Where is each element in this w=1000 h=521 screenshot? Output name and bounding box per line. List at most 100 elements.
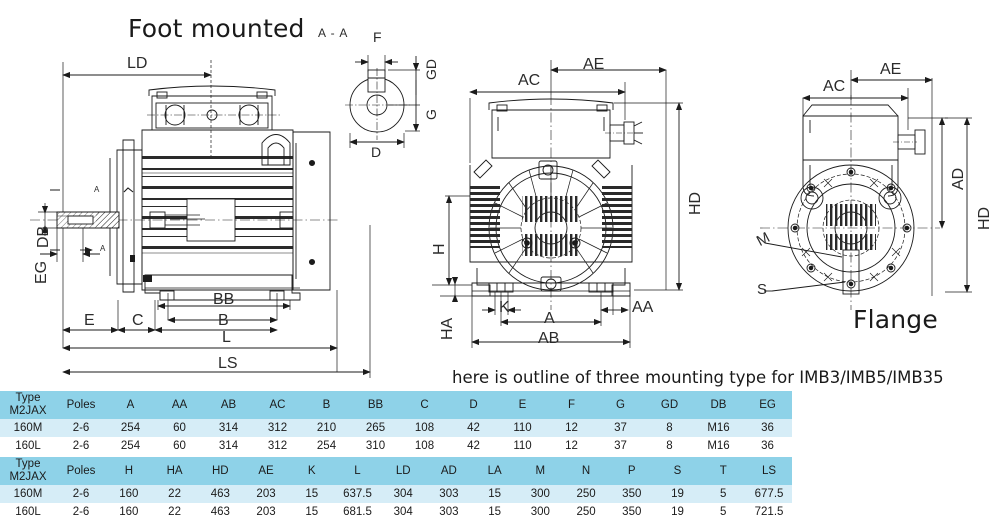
cell-db: M16 (694, 437, 743, 455)
dim-label-D: D (371, 144, 382, 160)
th-ac: AC (253, 391, 302, 419)
th-ls: LS (746, 457, 792, 485)
dim-label-HD-mid: HD (687, 191, 704, 215)
th-n: N (563, 457, 609, 485)
cell-p: 350 (608, 485, 655, 503)
cell-k: 15 (288, 503, 335, 521)
flange-view (760, 70, 972, 310)
dim-label-AC-flange: AC (823, 78, 846, 95)
th-bb: BB (351, 391, 400, 419)
cell-ls: 721.5 (746, 503, 792, 521)
dim-label-DB: DB (35, 225, 52, 248)
cell-s: 19 (654, 503, 701, 521)
dim-label-H-mid: H (431, 243, 448, 255)
cell-h: 160 (106, 485, 152, 503)
cell-g: 37 (596, 437, 645, 455)
cell-poles: 2-6 (56, 419, 106, 437)
cell-c: 108 (400, 437, 449, 455)
dim-label-E: E (84, 312, 95, 329)
cell-type: 160M (0, 485, 56, 503)
cell-aa: 60 (155, 437, 204, 455)
cell-poles: 2-6 (56, 485, 106, 503)
th-m: M (517, 457, 564, 485)
cell-t: 5 (700, 503, 747, 521)
cell-n: 250 (563, 503, 609, 521)
dim-label-G: G (423, 109, 439, 120)
label-section-arrow-top: A (94, 185, 100, 194)
cell-a: 254 (106, 437, 155, 455)
cell-d: 42 (449, 419, 498, 437)
th-ha: HA (151, 457, 198, 485)
th-hd: HD (197, 457, 244, 485)
dim-label-BB: BB (213, 291, 235, 308)
table-row: 160L 2-6 160 22 463 203 15 681.5 304 303… (0, 503, 792, 521)
cell-gd: 8 (645, 437, 694, 455)
cell-ae: 203 (243, 503, 289, 521)
cell-b: 254 (302, 437, 351, 455)
cell-db: M16 (694, 419, 743, 437)
table-header-row: Type M2JAX Poles H HA HD AE K L LD AD LA… (0, 457, 792, 485)
cell-k: 15 (288, 485, 335, 503)
cell-a: 254 (106, 419, 155, 437)
foot-mounted-side-view (30, 60, 371, 378)
th-eg: EG (743, 391, 792, 419)
table-row: 160M 2-6 160 22 463 203 15 637.5 304 303… (0, 485, 792, 503)
dim-label-L: L (222, 329, 231, 346)
dim-label-S-flange: S (757, 281, 768, 298)
cell-ld: 304 (380, 503, 427, 521)
th-poles: Poles (56, 457, 106, 485)
cell-hd: 463 (197, 485, 244, 503)
cell-ad: 303 (426, 503, 472, 521)
dim-label-A-mid: A (544, 310, 555, 327)
dim-EG (40, 228, 100, 262)
dims-drive-end (432, 60, 683, 348)
th-aa: AA (155, 391, 204, 419)
drawing-svg (30, 55, 972, 378)
diagram-caption: here is outline of three mounting type f… (452, 368, 944, 387)
label-section-arrow-bottom: A (100, 244, 106, 253)
th-ae: AE (243, 457, 289, 485)
dim-label-F: F (373, 29, 382, 45)
cell-ls: 677.5 (746, 485, 792, 503)
th-db: DB (694, 391, 743, 419)
table-row: 160L 2-6 254 60 314 312 254 310 108 42 1… (0, 437, 792, 455)
leader-S (764, 281, 846, 292)
table-dims-1: Type M2JAX Poles A AA AB AC B BB C D E F… (0, 391, 792, 455)
dim-DB (38, 203, 62, 236)
cell-c: 108 (400, 419, 449, 437)
dim-label-AB-mid: AB (538, 330, 560, 347)
technical-drawing-canvas: Foot mounted A - A LD DB EG E C B BB L L… (30, 14, 993, 387)
th-la: LA (471, 457, 518, 485)
cell-bb: 265 (351, 419, 400, 437)
cell-eg: 36 (743, 437, 792, 455)
th-type-line2: M2JAX (9, 471, 47, 483)
cell-d: 42 (449, 437, 498, 455)
cell-e: 110 (498, 419, 547, 437)
flange-title: Flange (853, 305, 938, 334)
th-type-line1: Type (15, 392, 41, 404)
dim-label-AE-flange: AE (880, 61, 902, 78)
cell-ld: 304 (380, 485, 427, 503)
cell-n: 250 (563, 485, 609, 503)
cell-s: 19 (654, 485, 701, 503)
dim-label-AC-mid: AC (518, 72, 541, 89)
th-d: D (449, 391, 498, 419)
cell-t: 5 (700, 485, 747, 503)
cell-e: 110 (498, 437, 547, 455)
cell-type: 160L (0, 503, 56, 521)
cell-type: 160L (0, 437, 56, 455)
th-type: Type M2JAX (0, 457, 56, 485)
cell-ab: 314 (204, 419, 253, 437)
cell-aa: 60 (155, 419, 204, 437)
table-row: 160M 2-6 254 60 314 312 210 265 108 42 1… (0, 419, 792, 437)
cell-gd: 8 (645, 419, 694, 437)
th-c: C (400, 391, 449, 419)
th-b: B (302, 391, 351, 419)
cell-type: 160M (0, 419, 56, 437)
table-dims-2: Type M2JAX Poles H HA HD AE K L LD AD LA… (0, 457, 792, 521)
cell-ac: 312 (253, 437, 302, 455)
cell-f: 12 (547, 437, 596, 455)
th-k: K (288, 457, 335, 485)
th-ad: AD (426, 457, 472, 485)
